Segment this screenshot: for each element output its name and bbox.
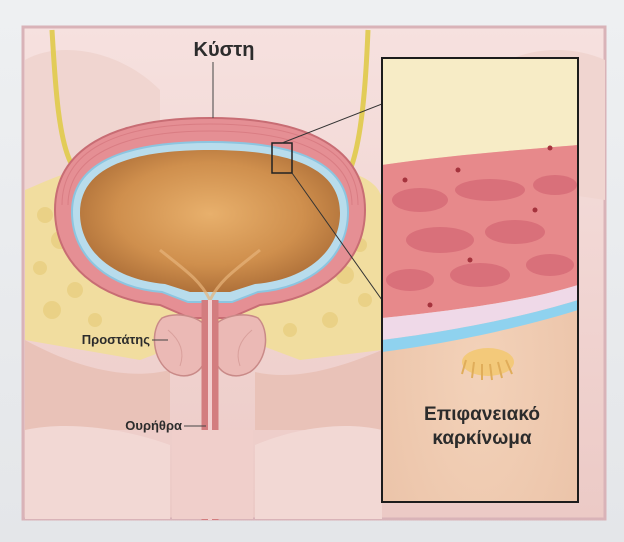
label-prostate: Προστάτης	[82, 332, 150, 347]
bladder-lumen	[80, 150, 340, 292]
penile-region	[172, 430, 253, 519]
label-carcinoma: καρκίνωμα	[432, 428, 532, 449]
thigh-right	[255, 426, 382, 519]
label-bladder: Κύστη	[194, 39, 255, 61]
inset-panel: Επιφανειακό καρκίνωμα	[382, 58, 578, 502]
label-superficial: Επιφανειακό	[424, 404, 540, 425]
label-urethra: Ουρήθρα	[125, 418, 182, 433]
inset-muscle-layer	[382, 145, 578, 318]
thigh-left	[25, 426, 170, 519]
